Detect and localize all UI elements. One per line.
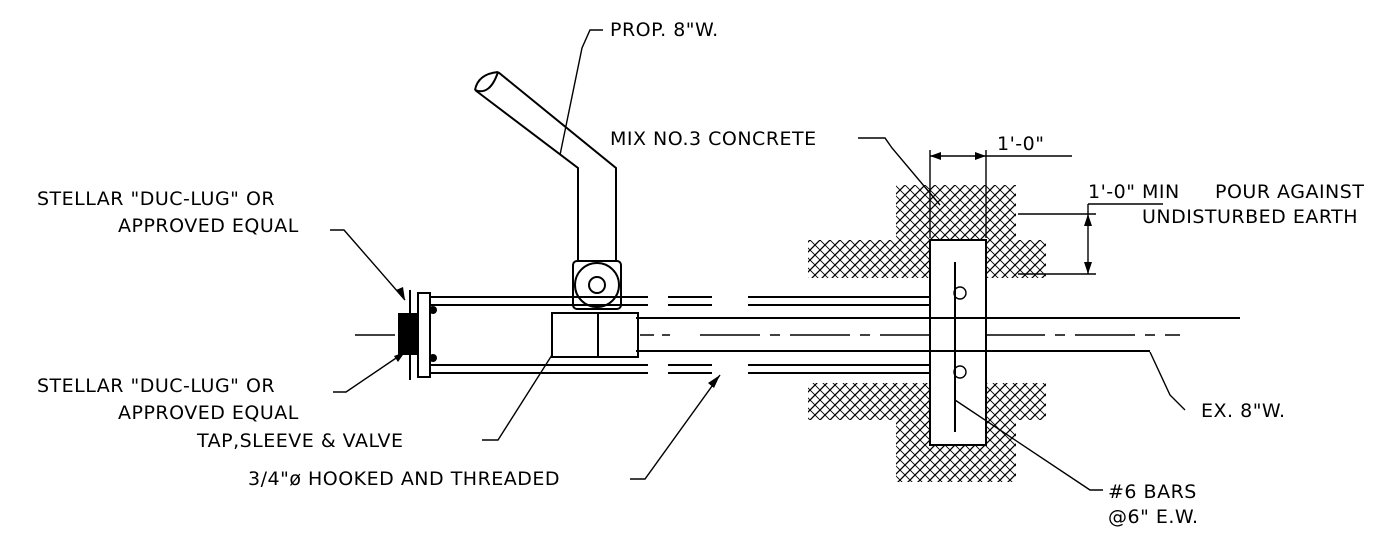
- proposed-pipe-barrel: [430, 296, 930, 374]
- label-dimension-side: 1'-0" MIN: [1088, 181, 1180, 203]
- dimension-top: [929, 150, 1072, 238]
- label-bars-line2: @6" E.W.: [1108, 506, 1199, 528]
- label-stellar-top-line1: STELLAR "DUC-LUG" OR: [37, 188, 275, 210]
- label-stellar-bot-line2: APPROVED EQUAL: [118, 402, 299, 424]
- label-prop-main: PROP. 8"W.: [610, 19, 719, 41]
- label-tap-sleeve-valve: TAP,SLEEVE & VALVE: [196, 430, 403, 452]
- tapping-valve: [572, 260, 622, 310]
- end-plug-cap: [398, 290, 437, 380]
- label-pour-line1: POUR AGAINST: [1215, 181, 1364, 203]
- leader-lines: [330, 29, 1186, 491]
- label-stellar-bot-line1: STELLAR "DUC-LUG" OR: [37, 375, 275, 397]
- label-stellar-top-line2: APPROVED EQUAL: [118, 215, 299, 237]
- label-pour-line2: UNDISTURBED EARTH: [1142, 206, 1358, 228]
- proposed-branch-pipe: [474, 71, 617, 261]
- existing-main-pipe: [355, 296, 1240, 374]
- tapping-sleeve: [551, 312, 639, 358]
- label-bars-line1: #6 BARS: [1108, 481, 1197, 503]
- label-existing-main: EX. 8"W.: [1201, 400, 1286, 422]
- label-dimension-top: 1'-0": [997, 133, 1045, 155]
- label-hooked-threaded: 3/4"ø HOOKED AND THREADED: [248, 468, 560, 490]
- label-concrete: MIX NO.3 CONCRETE: [610, 128, 817, 150]
- dimension-side: [1018, 203, 1163, 275]
